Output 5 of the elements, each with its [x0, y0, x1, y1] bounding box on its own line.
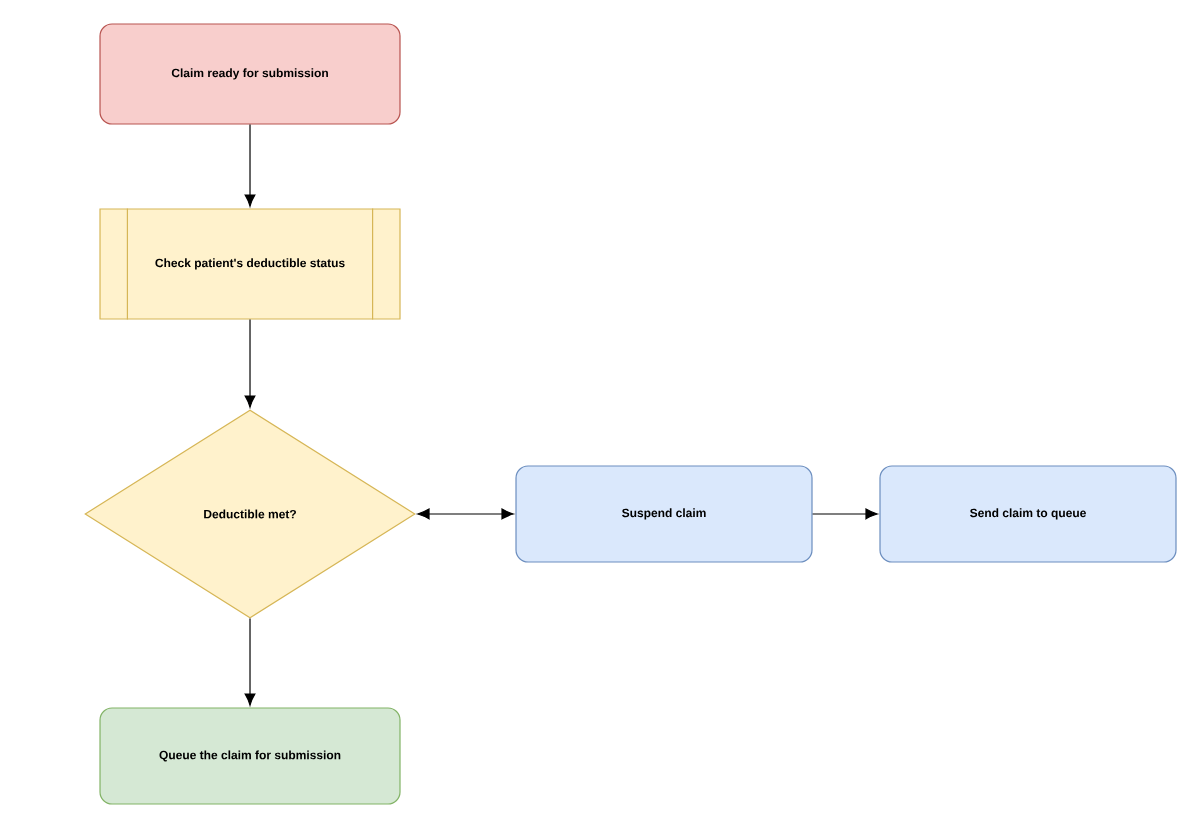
arrow [812, 508, 878, 520]
arrow [244, 318, 256, 408]
arrow [244, 618, 256, 706]
arrow [244, 124, 256, 207]
arrow [417, 508, 514, 520]
